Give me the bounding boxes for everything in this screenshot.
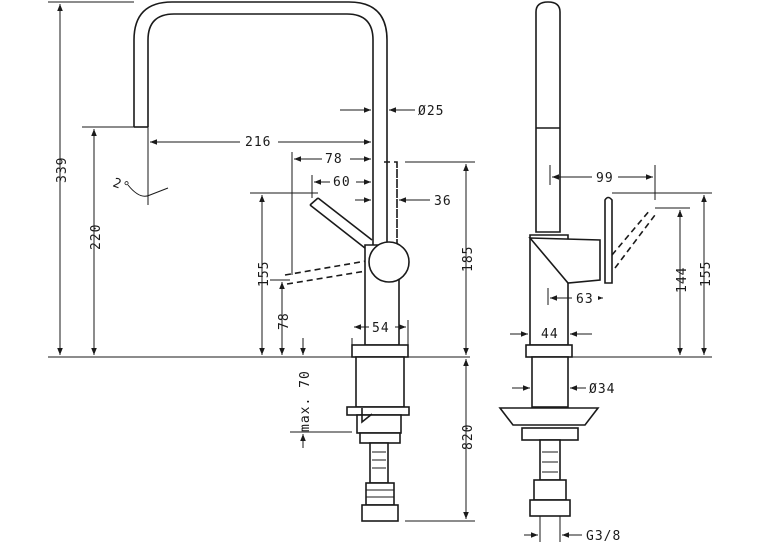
dim-label-54: 54 <box>372 321 390 336</box>
dim-label-diameter-25: Ø25 <box>418 104 444 119</box>
dim-label-thread: G3/8 <box>586 529 621 544</box>
front-view: 99 63 144 155 44 Ø34 G3/8 <box>498 1 714 544</box>
front-spout <box>535 1 561 233</box>
dim-label-155: 155 <box>257 261 272 287</box>
side-view: 339 220 216 Ø25 78 60 36 2° 185 155 78 5 <box>48 1 476 522</box>
dim-label-max-70: max. 70 <box>298 370 313 432</box>
dim-label-339: 339 <box>55 157 70 183</box>
dim-label-185: 185 <box>461 246 476 272</box>
dim-label-diameter-34: Ø34 <box>589 382 615 397</box>
spout-outline <box>147 13 374 245</box>
spout-inner <box>133 1 388 245</box>
dim-label-220: 220 <box>89 224 104 250</box>
dim-label-99: 99 <box>596 171 614 186</box>
dim-label-angle: 2° <box>111 176 133 196</box>
dim-label-44: 44 <box>541 327 559 342</box>
base-plate <box>351 344 409 358</box>
front-mounting-plate <box>498 407 600 426</box>
mounting-plate <box>346 406 410 416</box>
dim-label-78: 78 <box>325 152 343 167</box>
front-handle <box>604 196 613 284</box>
dim-label-820: 820 <box>461 424 476 450</box>
dim-label-155-front: 155 <box>699 261 714 287</box>
dim-label-60: 60 <box>333 175 351 190</box>
handle-knob <box>368 241 410 283</box>
dim-label-63: 63 <box>576 292 594 307</box>
dim-label-144: 144 <box>675 267 690 293</box>
dim-label-216: 216 <box>245 135 271 150</box>
dim-label-36: 36 <box>434 194 452 209</box>
handle-dashed-outline <box>384 161 398 245</box>
dim-label-78-low: 78 <box>277 312 292 330</box>
handle-lever <box>309 197 373 253</box>
